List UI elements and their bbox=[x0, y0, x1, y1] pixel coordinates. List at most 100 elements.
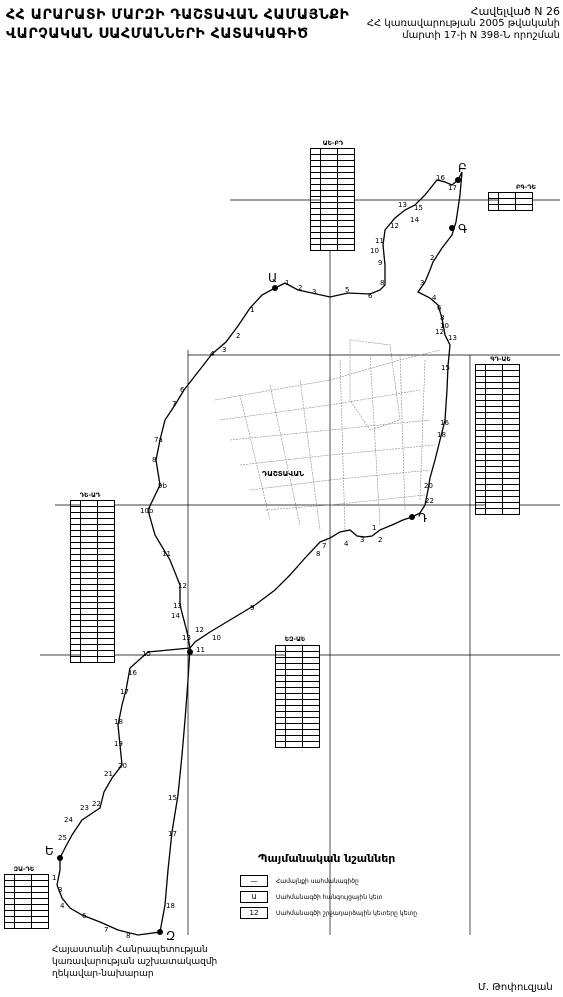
svg-text:3: 3 bbox=[222, 346, 226, 354]
svg-text:1: 1 bbox=[250, 306, 254, 314]
svg-text:11: 11 bbox=[162, 550, 171, 558]
svg-text:8: 8 bbox=[440, 314, 444, 322]
table-left-title: ԴԵ-ԱԴ bbox=[79, 492, 101, 499]
title-line-1: ՀՀ ԱՐԱՐԱՏԻ ՄԱՐԶԻ ԴԱՇՏԱՎԱՆ ՀԱՄԱՅՆՔԻ bbox=[6, 7, 350, 23]
title-line-2: ՎԱՐՉԱԿԱՆ ՍԱՀՄԱՆՆԵՐԻ ՀԱՏԱԿԱԳԻԾ bbox=[6, 26, 309, 42]
svg-text:18: 18 bbox=[114, 718, 123, 726]
table-row bbox=[4, 922, 49, 929]
table-cell bbox=[285, 741, 303, 748]
node-point-icon: Ա bbox=[240, 891, 268, 903]
table-row bbox=[70, 656, 115, 663]
coord-table-middle bbox=[275, 645, 320, 748]
legend-item-boundary: — Համայնքի սահմանագիծը bbox=[240, 873, 540, 889]
node-c-label: Գ bbox=[458, 222, 467, 236]
svg-text:10: 10 bbox=[440, 322, 449, 330]
legend-item-turning: 12 Սահմանագծի շրջադարձային կետերը կետը bbox=[240, 905, 540, 921]
svg-text:7: 7 bbox=[322, 542, 326, 550]
svg-text:17: 17 bbox=[448, 184, 457, 192]
node-markers bbox=[57, 177, 461, 935]
table-row bbox=[310, 226, 355, 233]
legend-item-node: Ա Սահմանագծի հանգույցային կետ bbox=[240, 889, 540, 905]
svg-text:3: 3 bbox=[420, 279, 424, 287]
table-row bbox=[310, 166, 355, 173]
table-cell bbox=[97, 656, 115, 663]
table-row bbox=[475, 496, 520, 503]
table-row bbox=[475, 388, 520, 395]
coord-table-right-top bbox=[488, 192, 533, 211]
table-row bbox=[70, 524, 115, 531]
turning-point-icon: 12 bbox=[240, 907, 268, 919]
svg-text:1: 1 bbox=[285, 279, 289, 287]
svg-text:13: 13 bbox=[173, 602, 182, 610]
svg-text:8: 8 bbox=[380, 279, 384, 287]
svg-text:15: 15 bbox=[168, 794, 177, 802]
svg-text:16: 16 bbox=[440, 419, 449, 427]
coord-table-right bbox=[475, 364, 520, 515]
svg-text:11: 11 bbox=[375, 237, 384, 245]
table-cell bbox=[310, 244, 321, 251]
svg-text:20: 20 bbox=[424, 482, 433, 490]
settlement-label: ԴԱՇՏԱՎԱՆ bbox=[262, 470, 305, 478]
svg-text:7: 7 bbox=[104, 926, 108, 934]
table-cell bbox=[302, 741, 320, 748]
svg-text:9: 9 bbox=[250, 604, 254, 612]
legend: Պայմանական նշաններ — Համայնքի սահմանագիծ… bbox=[240, 852, 540, 921]
table-cell bbox=[515, 204, 533, 211]
node-e-label: Ե bbox=[45, 844, 54, 858]
coord-table-top bbox=[310, 148, 355, 251]
svg-text:12: 12 bbox=[390, 222, 399, 230]
grid-lines bbox=[40, 150, 560, 935]
boundary-line-icon: — bbox=[240, 875, 268, 887]
svg-text:5: 5 bbox=[345, 286, 349, 294]
svg-text:16: 16 bbox=[436, 174, 445, 182]
table-row bbox=[475, 430, 520, 437]
svg-text:12: 12 bbox=[435, 328, 444, 336]
table-row bbox=[475, 454, 520, 461]
appendix-note: Հավելված N 26 ՀՀ կառավարության 2005 թվակ… bbox=[366, 6, 560, 42]
svg-text:3: 3 bbox=[312, 288, 316, 296]
svg-text:13: 13 bbox=[182, 634, 191, 642]
table-cell bbox=[80, 656, 98, 663]
footer-line-3: ղեկավար-նախարար bbox=[52, 969, 154, 979]
svg-text:1: 1 bbox=[52, 874, 56, 882]
svg-text:2: 2 bbox=[236, 332, 240, 340]
table-right-top-title: ԲԳ-ԴԵ bbox=[516, 184, 536, 191]
svg-text:14: 14 bbox=[171, 612, 180, 620]
table-cell bbox=[275, 741, 286, 748]
svg-text:12: 12 bbox=[178, 582, 187, 590]
legend-title: Պայմանական նշաններ bbox=[258, 852, 396, 865]
svg-text:4: 4 bbox=[60, 902, 65, 910]
legend-item-text: Սահմանագծի շրջադարձային կետերը կետը bbox=[276, 909, 417, 917]
svg-text:23: 23 bbox=[80, 804, 89, 812]
table-row bbox=[475, 508, 520, 515]
svg-text:12: 12 bbox=[195, 626, 204, 634]
community-boundary-south bbox=[56, 647, 191, 936]
svg-text:3: 3 bbox=[58, 886, 62, 894]
svg-text:18: 18 bbox=[437, 431, 446, 439]
node-d-label: Դ bbox=[418, 511, 427, 525]
svg-text:7: 7 bbox=[172, 400, 176, 408]
svg-text:4: 4 bbox=[432, 294, 437, 302]
coord-table-bottom-left bbox=[4, 874, 49, 929]
table-cell bbox=[4, 922, 15, 929]
appendix-line-2: մարտի 17-ի N 398-Ն որոշման bbox=[402, 30, 560, 41]
table-top-title: ԱԵ-ԲԴ bbox=[322, 140, 344, 147]
legend-item-text: Սահմանագծի հանգույցային կետ bbox=[276, 893, 383, 901]
svg-text:2: 2 bbox=[430, 254, 434, 262]
svg-text:14: 14 bbox=[410, 216, 419, 224]
table-cell bbox=[337, 244, 355, 251]
svg-text:4: 4 bbox=[344, 540, 349, 548]
svg-text:2: 2 bbox=[378, 536, 382, 544]
svg-text:19: 19 bbox=[114, 740, 123, 748]
svg-text:24: 24 bbox=[64, 816, 73, 824]
svg-text:20: 20 bbox=[118, 762, 127, 770]
svg-text:10: 10 bbox=[370, 247, 379, 255]
svg-text:15: 15 bbox=[142, 650, 151, 658]
table-cell bbox=[475, 508, 486, 515]
svg-text:11: 11 bbox=[196, 646, 205, 654]
node-b-label: Բ bbox=[458, 161, 467, 175]
svg-text:6: 6 bbox=[180, 386, 185, 394]
table-row bbox=[488, 204, 533, 211]
svg-text:8: 8 bbox=[126, 932, 130, 940]
